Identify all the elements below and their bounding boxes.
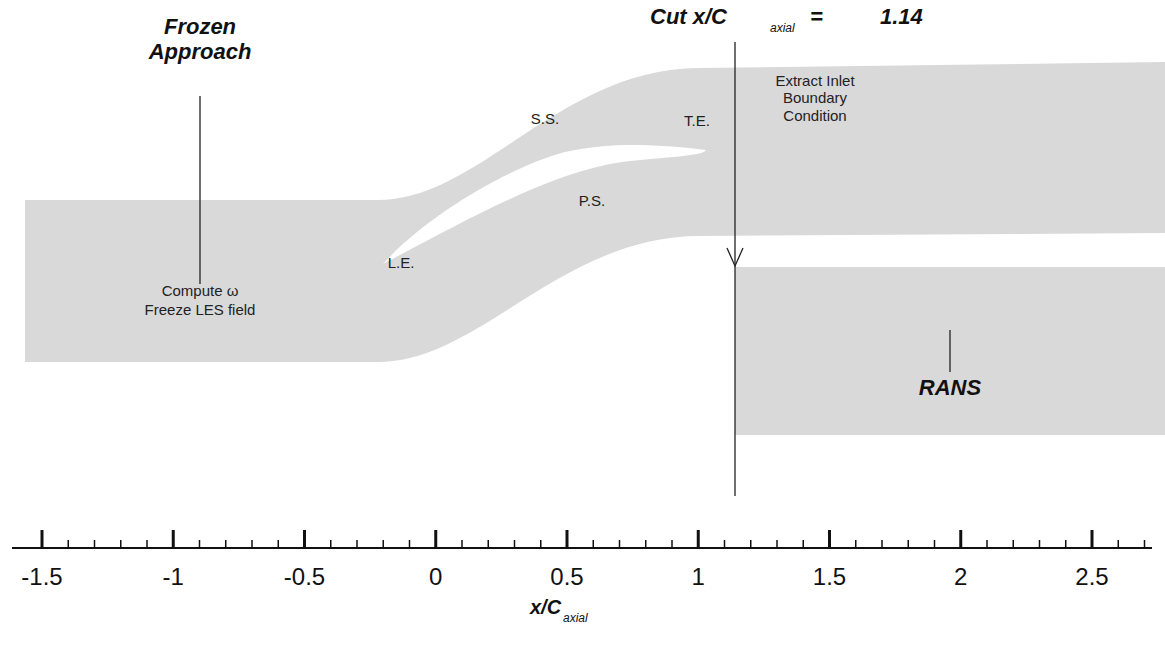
blade-profile [383, 145, 706, 264]
axis-tick [488, 540, 490, 548]
tick-label: 0.5 [550, 563, 583, 591]
axis-tick [619, 540, 621, 548]
axis-tick [514, 540, 516, 548]
side-label: P.S. [579, 192, 605, 209]
axis-tick [645, 540, 647, 548]
axis-tick [225, 540, 227, 548]
tick-label: 1 [692, 563, 705, 591]
axis-tick [593, 540, 595, 548]
axis-tick [540, 540, 542, 548]
axis-tick [356, 540, 358, 548]
axis-line [12, 547, 1152, 549]
axis-tick [828, 530, 831, 548]
axis-tick [1091, 530, 1094, 548]
subscript: axial [770, 22, 795, 36]
axis-tick [303, 530, 306, 548]
frozen-approach-label: Frozen Approach [140, 14, 260, 65]
axis-tick [934, 540, 936, 548]
axis-tick [855, 540, 857, 548]
axis-tick [671, 540, 673, 548]
leader-line [949, 330, 950, 372]
cut-line [734, 42, 735, 496]
axis-tick [461, 540, 463, 548]
axis-tick [94, 540, 96, 548]
cut-value: 1.14 [880, 4, 923, 29]
axis-tick [251, 540, 253, 548]
tick-label: 0 [429, 563, 442, 591]
leader-line [199, 96, 200, 284]
axis-tick [383, 540, 385, 548]
axis-tick [278, 540, 280, 548]
axis-tick [776, 540, 778, 548]
axis-tick [172, 530, 175, 548]
edge-label: L.E. [388, 254, 415, 271]
axis-tick [1013, 540, 1015, 548]
axis-tick [566, 530, 569, 548]
axis-tick [68, 540, 70, 548]
rans-region: RANS [735, 267, 1165, 435]
axis-tick [120, 540, 122, 548]
axis-tick [908, 540, 910, 548]
cut-label: Cut x/C [650, 4, 727, 29]
axis-tick [409, 540, 411, 548]
rans-domain [735, 267, 1165, 435]
axis-tick [803, 540, 805, 548]
tick-label: 2.5 [1075, 563, 1108, 591]
edge-label: T.E. [684, 112, 710, 129]
tick-label: 2 [954, 563, 967, 591]
step-label: Compute ω [162, 282, 239, 299]
axis-tick [330, 540, 332, 548]
axis-tick [434, 530, 437, 548]
axis-tick [199, 540, 201, 548]
tick-label: -1.5 [21, 563, 62, 591]
axis-tick [146, 540, 148, 548]
note-label: Extract Inlet Boundary Condition [756, 72, 874, 124]
axis-tick [41, 530, 44, 548]
axis-tick [1118, 540, 1120, 548]
tick-label: -0.5 [284, 563, 325, 591]
tick-label: -1 [163, 563, 184, 591]
axis-tick [1039, 540, 1041, 548]
step-label: Freeze LES field [145, 301, 256, 318]
axis-tick [881, 540, 883, 548]
axis-tick [697, 530, 700, 548]
axis-tick [986, 540, 988, 548]
axis-tick [750, 540, 752, 548]
region-label: RANS [919, 375, 981, 401]
axis-tick [1065, 540, 1067, 548]
axis-title: x/C [530, 596, 561, 619]
axis-tick [959, 530, 962, 548]
cut-label: = [810, 4, 823, 29]
tick-label: 1.5 [813, 563, 846, 591]
subscript: axial [563, 612, 588, 626]
axis [12, 530, 1152, 548]
axis-tick [1144, 540, 1146, 548]
cut-arrowhead [727, 248, 743, 266]
side-label: S.S. [531, 110, 559, 127]
axis-tick [724, 540, 726, 548]
